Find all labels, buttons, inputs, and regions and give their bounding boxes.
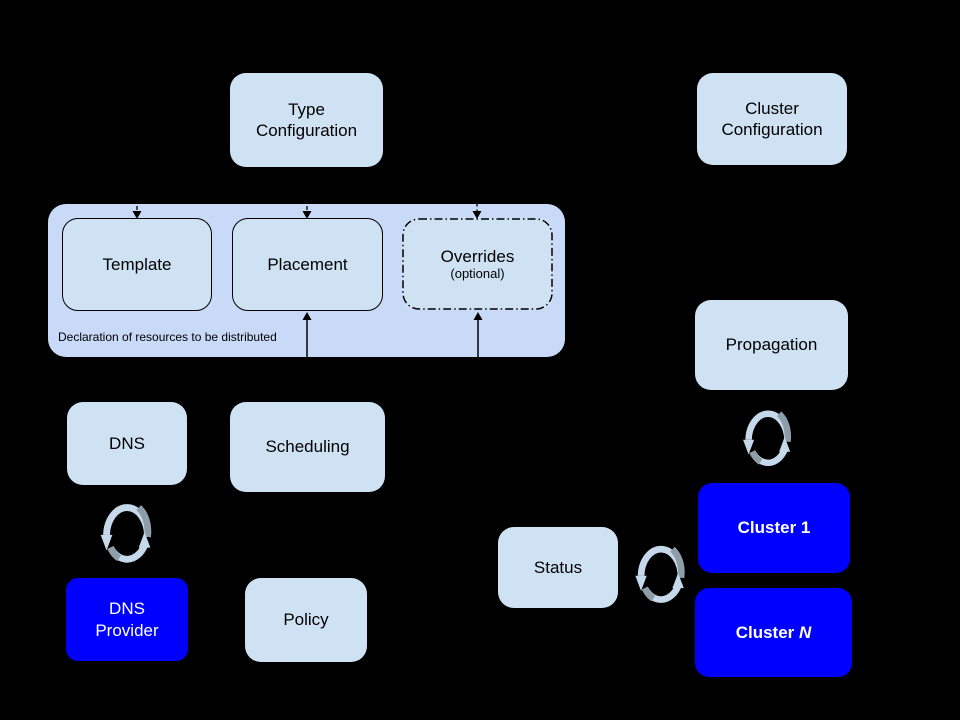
status-box: Status [498, 527, 618, 608]
overrides-sublabel: (optional) [450, 266, 505, 282]
cluster-1-box: Cluster 1 [698, 483, 850, 573]
sync-arrows-icon [635, 545, 685, 603]
type-configuration-label-line2: Configuration [255, 121, 358, 140]
placement-label: Placement [267, 254, 348, 274]
declaration-caption: Declaration of resources to be distribut… [58, 330, 277, 344]
overrides-box: Overrides (optional) [402, 218, 553, 310]
template-label: Template [102, 254, 172, 274]
dns-provider-label-line1: DNS [109, 599, 145, 619]
type-configuration-box: Type Configuration [230, 73, 383, 167]
dns-provider-label-line2: Provider [95, 620, 159, 640]
dns-label: DNS [109, 433, 145, 453]
propagation-label: Propagation [725, 335, 818, 355]
cluster-configuration-label-line2: Configuration [721, 120, 823, 139]
scheduling-label: Scheduling [265, 437, 350, 457]
propagation-box: Propagation [695, 300, 848, 390]
dns-box: DNS [67, 402, 187, 485]
type-configuration-label-line1: Type [288, 99, 325, 119]
policy-label: Policy [283, 610, 329, 630]
placement-box: Placement [232, 218, 383, 311]
policy-box: Policy [245, 578, 367, 662]
sync-arrows-icon [100, 504, 152, 563]
dns-provider-box: DNS Provider [66, 578, 188, 661]
cluster-n-box: Cluster N [695, 588, 852, 677]
template-box: Template [62, 218, 212, 311]
cluster-n-label: Cluster N [735, 622, 812, 642]
scheduling-box: Scheduling [230, 402, 385, 492]
sync-arrows-icon [743, 410, 792, 467]
cluster-1-label: Cluster 1 [737, 518, 811, 538]
cluster-configuration-box: Cluster Configuration [697, 73, 847, 165]
arrow-type-config-feeder [137, 167, 477, 186]
cluster-configuration-label-line1: Cluster [745, 98, 799, 118]
status-label: Status [533, 557, 583, 577]
overrides-label: Overrides [440, 247, 515, 267]
